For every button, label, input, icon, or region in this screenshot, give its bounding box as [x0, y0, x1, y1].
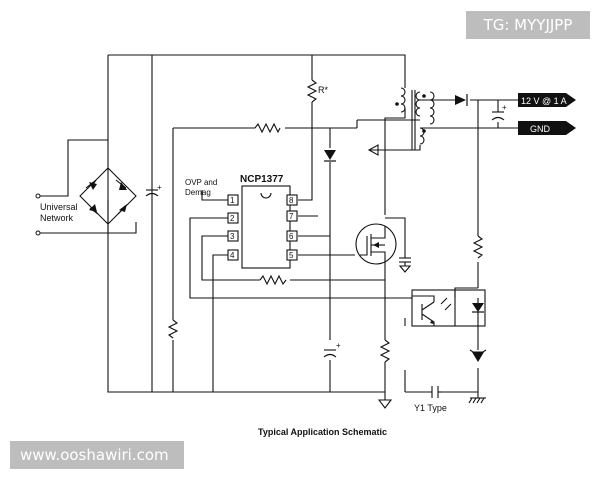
y1-capacitor: [431, 386, 442, 398]
pin-1: 1: [230, 196, 235, 205]
opto-led: [472, 303, 484, 312]
resistor-r-star: [306, 79, 318, 103]
bulk-cap-plus: +: [157, 183, 162, 192]
drain-capacitor: [398, 257, 412, 273]
primary-ground-symbol: [377, 399, 393, 409]
ovp-label-2: Demag: [185, 188, 211, 197]
vcc-cap-plus: +: [336, 341, 341, 350]
output-gnd-tag: [518, 121, 576, 135]
pin-5: 5: [289, 251, 294, 260]
pin-3: 3: [230, 232, 235, 241]
resistors: [167, 79, 484, 363]
optocoupler: [411, 289, 486, 327]
output-diode: [455, 95, 466, 105]
ic-notch: [260, 192, 272, 199]
diodes: [324, 94, 487, 362]
output-12v-label: 12 V @ 1 A: [521, 96, 567, 106]
ac-input-terminal: [35, 230, 41, 236]
diagram-caption: Typical Application Schematic: [258, 427, 387, 437]
pin-2: 2: [230, 214, 235, 223]
mosfet: [355, 223, 397, 265]
resistor-sense: [379, 339, 391, 363]
pin-4: 4: [230, 251, 235, 260]
zener-diode: [472, 352, 484, 362]
output-capacitor: [491, 111, 505, 121]
r-star-label: R*: [318, 85, 328, 95]
input-label-2: Network: [40, 213, 74, 223]
output-cap-plus: +: [502, 103, 507, 112]
bridge-diodes: [89, 182, 127, 212]
watermark-bottom: www.ooshawiri.com: [10, 441, 184, 469]
watermark-top: TG: MYYJJPP: [466, 11, 590, 39]
pin-8: 8: [289, 196, 294, 205]
resistor-pin3: [259, 274, 287, 286]
pin-6: 6: [289, 232, 294, 241]
ovp-label-1: OVP and: [185, 178, 217, 187]
vcc-capacitor: [323, 349, 337, 358]
resistor-output: [472, 235, 484, 259]
ic-ncp1377: [241, 185, 291, 269]
ac-input-terminal: [35, 193, 41, 199]
transformer: [400, 87, 435, 150]
wires: [40, 54, 518, 400]
transformer-dots: [395, 94, 426, 133]
ic-name: NCP1377: [240, 174, 284, 185]
bulk-capacitor: [145, 189, 159, 197]
resistor-feedback: [254, 122, 281, 134]
mosfet-arrow: [373, 242, 379, 248]
aux-diode: [324, 150, 336, 160]
input-label-1: Universal: [40, 202, 78, 212]
ic-pin-numbers: 1 2 3 4 8 7 6 5: [230, 196, 294, 260]
secondary-ground-symbol: [468, 392, 486, 404]
ic-pins: [227, 194, 298, 261]
pin-7: 7: [289, 212, 294, 221]
aux-arrow: [367, 144, 379, 156]
output-12v-tag: [518, 93, 576, 107]
y1-label: Y1 Type: [414, 403, 447, 413]
opto-transistor-arrow: [430, 320, 434, 324]
output-gnd-label: GND: [530, 124, 551, 134]
output-tags: [518, 93, 576, 135]
resistor-left: [167, 319, 179, 339]
